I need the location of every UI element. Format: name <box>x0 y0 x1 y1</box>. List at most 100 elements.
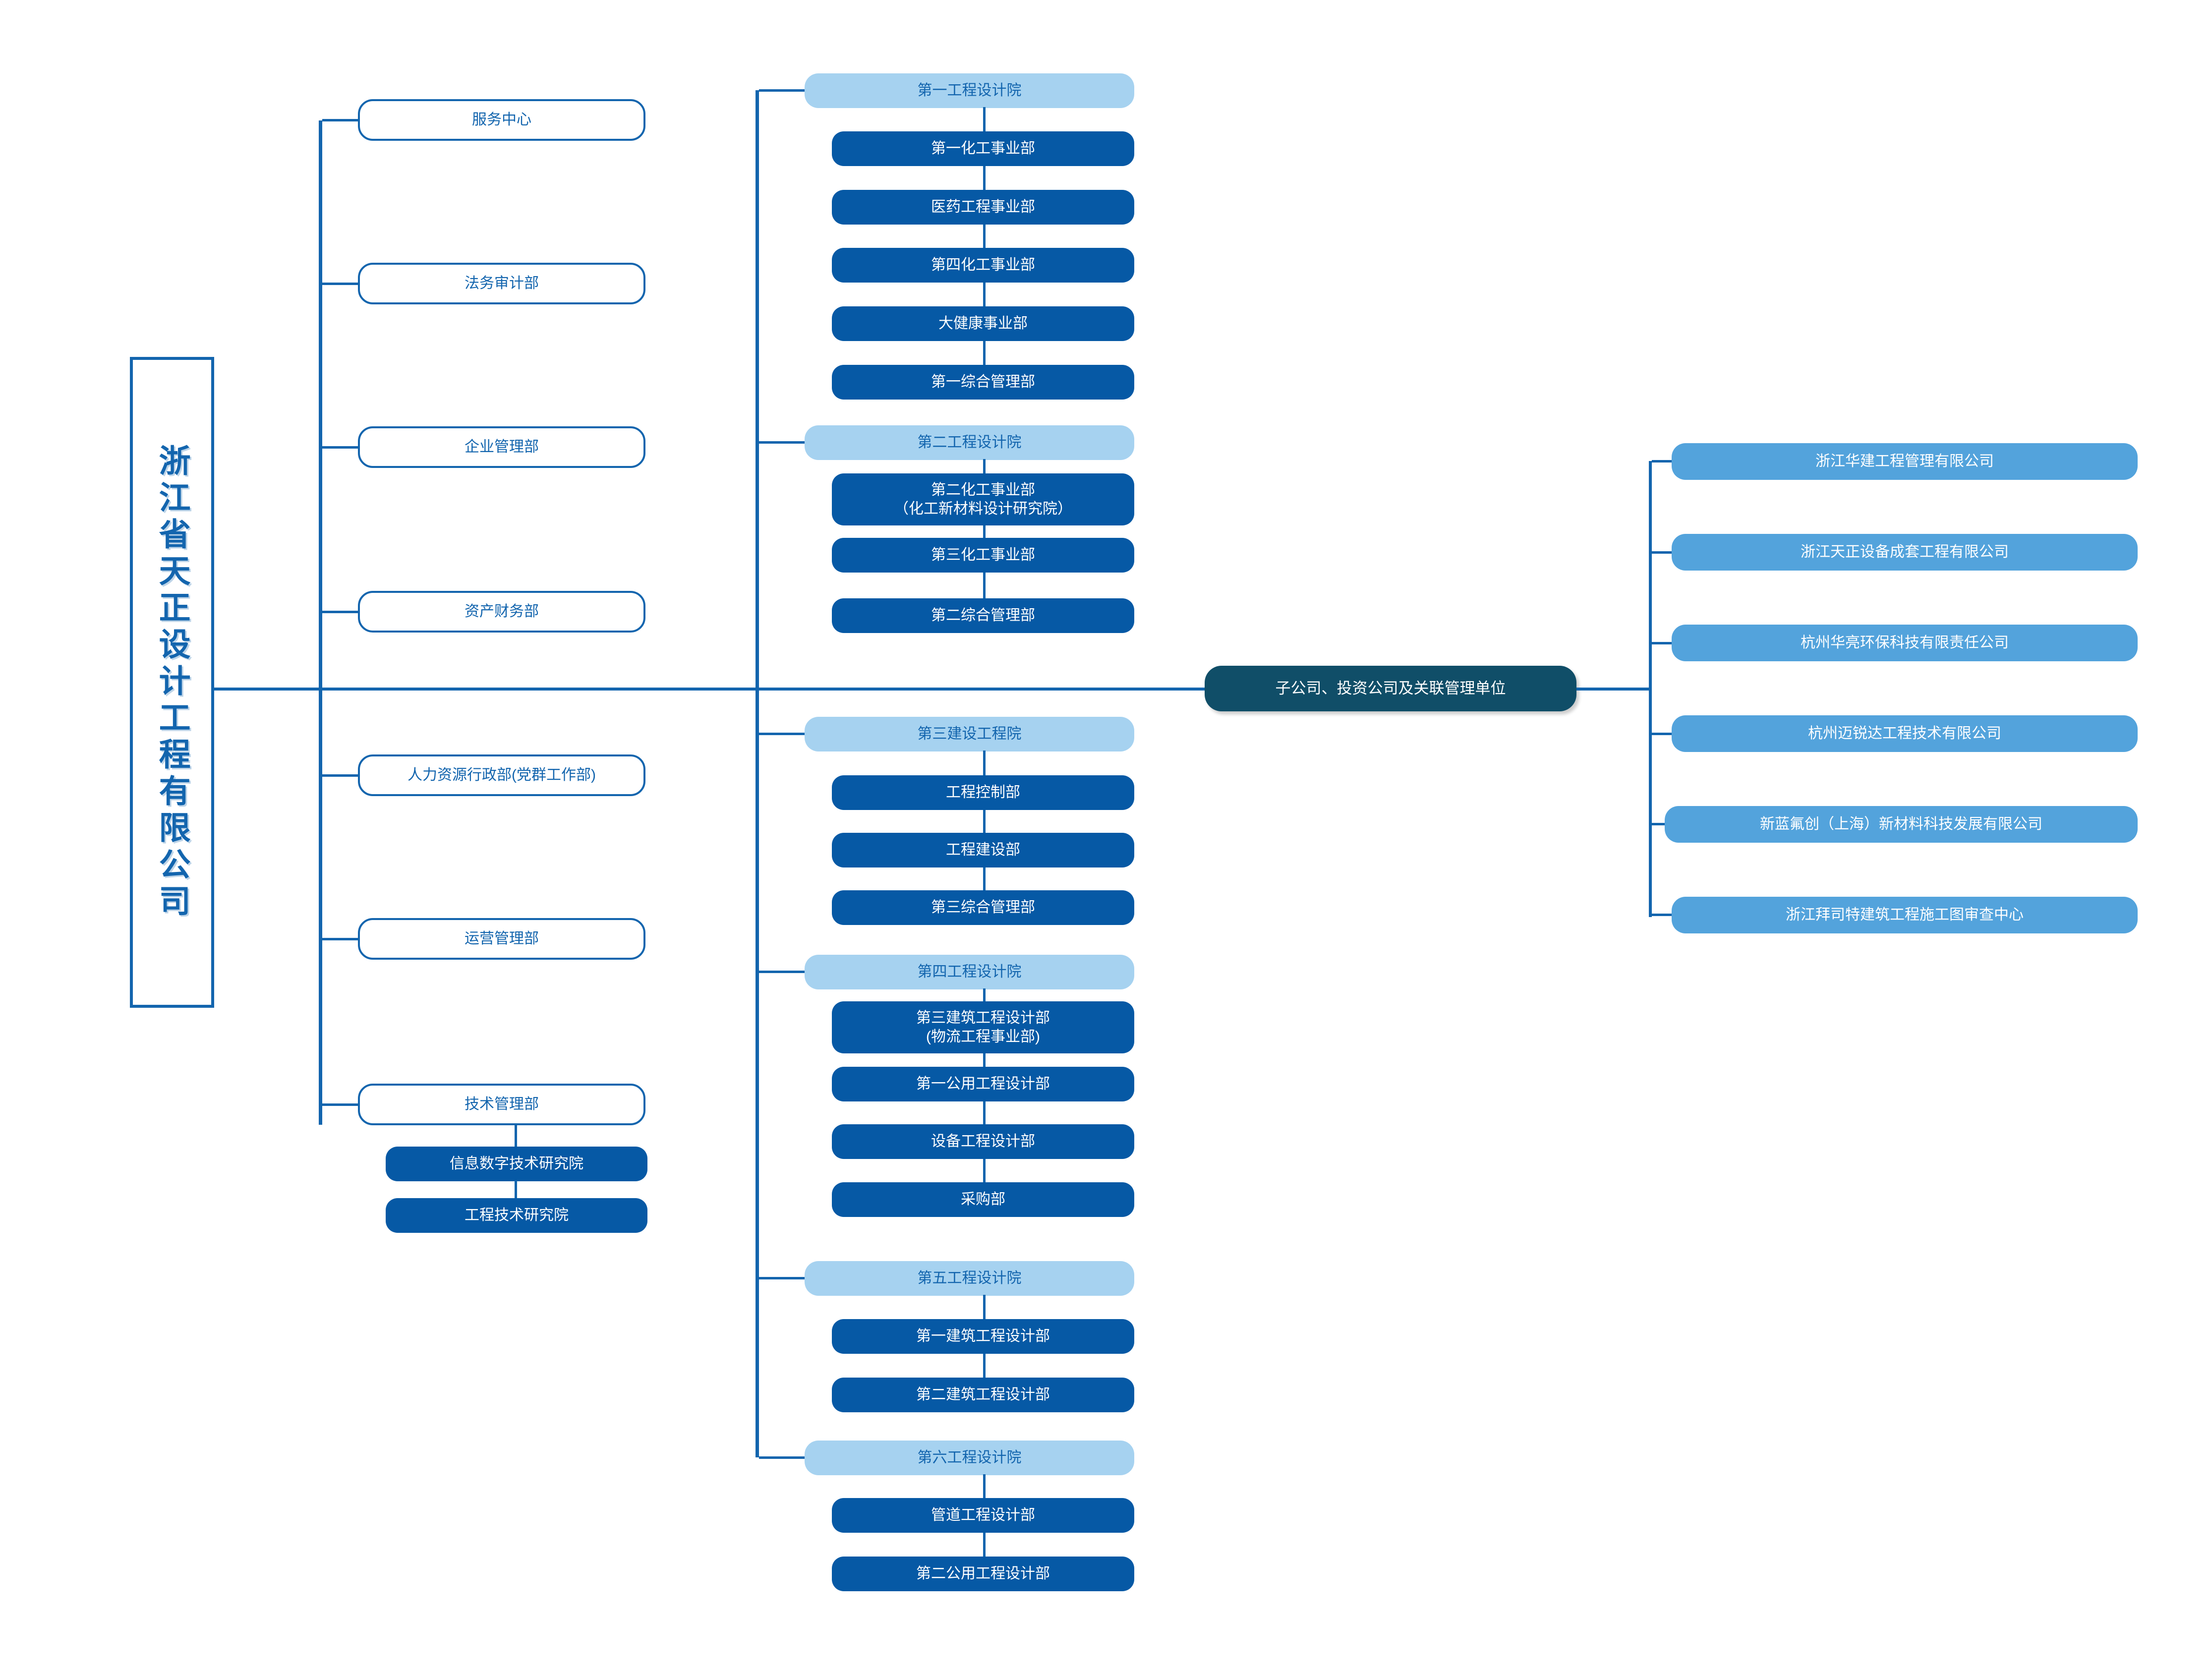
institute-5-dept-label-0: 管道工程设计部 <box>931 1507 1035 1524</box>
subsidiary-stub-0 <box>1652 460 1676 462</box>
department-box-6[interactable]: 技术管理部 <box>358 1084 645 1125</box>
left-stub-0 <box>322 119 360 121</box>
root-company-label: 浙江省天正设计工程有限公司 <box>154 444 190 921</box>
institute-3-dept-label-0: 第三建筑工程设计部 (物流工程事业部) <box>916 1010 1050 1045</box>
department-label-6: 技术管理部 <box>465 1096 539 1113</box>
institute-2-dept-box-0[interactable]: 工程控制部 <box>832 775 1134 810</box>
institute-5-dept-box-0[interactable]: 管道工程设计部 <box>832 1498 1134 1533</box>
institute-2-dept-label-2: 第三综合管理部 <box>931 899 1035 916</box>
department-label-0: 服务中心 <box>472 112 531 128</box>
institute-box-5[interactable]: 第六工程设计院 <box>805 1441 1134 1475</box>
institute-3-dept-label-2: 设备工程设计部 <box>931 1133 1035 1150</box>
tech-subunit-label-0: 信息数字技术研究院 <box>450 1155 583 1172</box>
department-box-1[interactable]: 法务审计部 <box>358 263 645 304</box>
institute-4-dept-label-1: 第二建筑工程设计部 <box>916 1386 1050 1403</box>
institute-4-dept-box-0[interactable]: 第一建筑工程设计部 <box>832 1319 1134 1354</box>
left-stub-6 <box>322 1103 360 1106</box>
institute-label-1: 第二工程设计院 <box>917 434 1022 451</box>
institute-0-dept-label-0: 第一化工事业部 <box>931 140 1035 157</box>
subsidiary-stub-2 <box>1652 642 1676 644</box>
institute-3-dept-label-3: 采购部 <box>961 1191 1005 1208</box>
institute-0-dept-label-2: 第四化工事业部 <box>931 257 1035 274</box>
institute-0-dept-box-0[interactable]: 第一化工事业部 <box>832 131 1134 166</box>
department-label-5: 运营管理部 <box>465 930 539 947</box>
institute-2-dept-box-1[interactable]: 工程建设部 <box>832 833 1134 867</box>
root-company-box[interactable]: 浙江省天正设计工程有限公司 <box>130 357 214 1008</box>
institute-3-dept-label-1: 第一公用工程设计部 <box>916 1076 1050 1093</box>
subsidiary-box-4[interactable]: 新蓝氟创（上海）新材料科技发展有限公司 <box>1665 806 2138 843</box>
institute-0-dept-box-3[interactable]: 大健康事业部 <box>832 306 1134 341</box>
subsidiary-label-2: 杭州华亮环保科技有限责任公司 <box>1801 635 2009 651</box>
subsidiary-label-3: 杭州迈锐达工程技术有限公司 <box>1808 725 2001 742</box>
institute-4-dept-box-1[interactable]: 第二建筑工程设计部 <box>832 1378 1134 1412</box>
tech-subunit-box-1[interactable]: 工程技术研究院 <box>386 1198 647 1233</box>
department-label-1: 法务审计部 <box>465 275 539 292</box>
subsidiary-group-label: 子公司、投资公司及关联管理单位 <box>1275 679 1506 697</box>
institute-0-vline <box>983 107 986 375</box>
institute-4-dept-label-0: 第一建筑工程设计部 <box>916 1328 1050 1345</box>
subsidiary-box-2[interactable]: 杭州华亮环保科技有限责任公司 <box>1672 625 2138 661</box>
institute-1-dept-label-1: 第三化工事业部 <box>931 547 1035 564</box>
left-stub-4 <box>322 774 360 777</box>
institute-box-3[interactable]: 第四工程设计院 <box>805 955 1134 989</box>
subsidiary-label-4: 新蓝氟创（上海）新材料科技发展有限公司 <box>1760 816 2042 833</box>
left-stub-1 <box>322 283 360 285</box>
institute-0-dept-box-4[interactable]: 第一综合管理部 <box>832 365 1134 400</box>
institute-5-dept-box-1[interactable]: 第二公用工程设计部 <box>832 1557 1134 1591</box>
subsidiary-box-5[interactable]: 浙江拜司特建筑工程施工图审查中心 <box>1672 897 2138 933</box>
institute-2-vline <box>983 751 986 909</box>
institute-box-2[interactable]: 第三建设工程院 <box>805 717 1134 751</box>
institute-1-dept-box-1[interactable]: 第三化工事业部 <box>832 538 1134 573</box>
institute-3-dept-box-3[interactable]: 采购部 <box>832 1182 1134 1217</box>
subsidiary-box-1[interactable]: 浙江天正设备成套工程有限公司 <box>1672 534 2138 571</box>
tech-subunit-label-1: 工程技术研究院 <box>465 1207 569 1224</box>
tech-subunit-box-0[interactable]: 信息数字技术研究院 <box>386 1147 647 1181</box>
subsidiary-box-0[interactable]: 浙江华建工程管理有限公司 <box>1672 443 2138 480</box>
department-box-4[interactable]: 人力资源行政部(党群工作部) <box>358 754 645 796</box>
institute-1-dept-box-2[interactable]: 第二综合管理部 <box>832 598 1134 633</box>
institute-branch-spine <box>756 90 759 1457</box>
department-box-3[interactable]: 资产财务部 <box>358 591 645 633</box>
institute-3-dept-box-2[interactable]: 设备工程设计部 <box>832 1124 1134 1159</box>
department-box-0[interactable]: 服务中心 <box>358 99 645 141</box>
institute-1-dept-label-2: 第二综合管理部 <box>931 607 1035 624</box>
institute-box-4[interactable]: 第五工程设计院 <box>805 1261 1134 1296</box>
institute-stub-1 <box>759 441 809 444</box>
institute-box-1[interactable]: 第二工程设计院 <box>805 425 1134 460</box>
institute-box-0[interactable]: 第一工程设计院 <box>805 73 1134 108</box>
institute-label-2: 第三建设工程院 <box>917 726 1022 743</box>
institute-0-dept-box-2[interactable]: 第四化工事业部 <box>832 248 1134 283</box>
institute-5-dept-label-1: 第二公用工程设计部 <box>916 1565 1050 1582</box>
institute-stub-5 <box>759 1456 809 1459</box>
department-label-4: 人力资源行政部(党群工作部) <box>407 767 596 784</box>
subsidiary-label-5: 浙江拜司特建筑工程施工图审查中心 <box>1786 907 2024 924</box>
subsidiary-stub-1 <box>1652 551 1676 554</box>
institute-label-4: 第五工程设计院 <box>917 1270 1022 1287</box>
tech-connector-2 <box>515 1180 517 1199</box>
institute-3-dept-box-1[interactable]: 第一公用工程设计部 <box>832 1067 1134 1101</box>
institute-0-dept-label-3: 大健康事业部 <box>938 315 1028 332</box>
institute-1-dept-label-0: 第二化工事业部 （化工新材料设计研究院） <box>894 482 1072 517</box>
institute-stub-3 <box>759 971 809 973</box>
institute-stub-2 <box>759 733 809 735</box>
subsidiary-stub-4 <box>1652 823 1669 825</box>
subsidiary-label-0: 浙江华建工程管理有限公司 <box>1815 453 1994 470</box>
institute-2-dept-label-0: 工程控制部 <box>946 784 1020 801</box>
institute-1-dept-box-0[interactable]: 第二化工事业部 （化工新材料设计研究院） <box>832 473 1134 525</box>
subsidiary-box-3[interactable]: 杭州迈锐达工程技术有限公司 <box>1672 715 2138 752</box>
department-box-2[interactable]: 企业管理部 <box>358 426 645 468</box>
left-stub-5 <box>322 938 360 940</box>
left-stub-2 <box>322 446 360 449</box>
institute-3-vline <box>983 988 986 1216</box>
department-box-5[interactable]: 运营管理部 <box>358 918 645 960</box>
left-stub-3 <box>322 611 360 613</box>
subsidiary-trunk-line <box>1576 688 1651 691</box>
institute-2-dept-box-2[interactable]: 第三综合管理部 <box>832 890 1134 925</box>
department-label-2: 企业管理部 <box>465 439 539 456</box>
institute-3-dept-box-0[interactable]: 第三建筑工程设计部 (物流工程事业部) <box>832 1001 1134 1053</box>
institute-0-dept-box-1[interactable]: 医药工程事业部 <box>832 190 1134 225</box>
institute-label-0: 第一工程设计院 <box>917 82 1022 99</box>
subsidiary-group-box[interactable]: 子公司、投资公司及关联管理单位 <box>1205 666 1576 711</box>
subsidiary-stub-3 <box>1652 733 1676 735</box>
